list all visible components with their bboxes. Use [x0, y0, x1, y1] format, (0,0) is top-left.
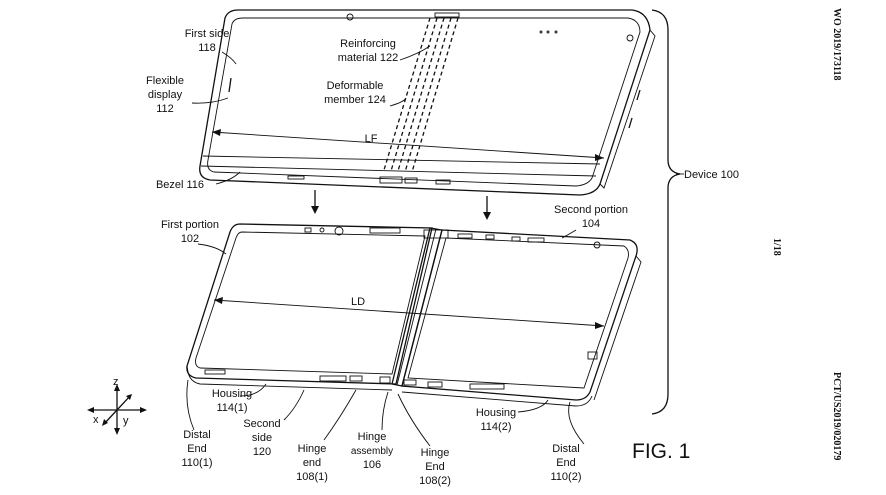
label-housing-2-num: 114(2) [481, 421, 512, 433]
label-flexible: Flexible [146, 75, 184, 87]
label-hinge-end-2: Hinge [421, 447, 450, 459]
label-first-portion-num: 102 [181, 233, 199, 245]
label-hinge-end-2-num: 108(2) [419, 475, 451, 487]
callout-labels: First side 118 Reinforcing material 122 … [146, 28, 739, 487]
label-second-side-2: side [252, 432, 272, 444]
device-top-view [199, 9, 656, 196]
label-device: Device 100 [684, 169, 739, 181]
device-brace [651, 9, 681, 415]
label-hinge-end-2-end: End [425, 461, 445, 473]
label-second-portion-num: 104 [582, 218, 600, 230]
label-housing-1: Housing [212, 388, 252, 400]
axis-y-label: y [123, 415, 129, 427]
label-second-side-num: 120 [253, 446, 271, 458]
label-hinge-end-1-end: end [303, 457, 321, 469]
label-reinforcing: Reinforcing [340, 38, 396, 50]
label-distal-2-num: 110(2) [551, 471, 582, 483]
label-hinge-end-1-num: 108(1) [296, 471, 328, 483]
label-distal-1: Distal [183, 429, 211, 441]
label-reinforcing-num: material 122 [338, 52, 399, 64]
label-second-portion: Second portion [554, 204, 628, 216]
label-hinge-end-1: Hinge [298, 443, 327, 455]
leader-lines [186, 45, 684, 447]
label-display: display [148, 89, 183, 101]
label-first-side-num: 118 [198, 42, 216, 54]
label-hinge-assembly-2: assembly [351, 446, 393, 457]
label-distal-1-num: 110(1) [182, 457, 213, 469]
label-first-side: First side [185, 28, 230, 40]
axis-z-label: z [113, 376, 119, 388]
label-first-portion: First portion [161, 219, 219, 231]
fold-arrows [311, 190, 491, 220]
sheet-number: 1/18 [771, 238, 782, 256]
label-distal-1-end: End [187, 443, 207, 455]
label-bezel: Bezel 116 [156, 179, 204, 191]
device-bottom-view [186, 223, 642, 407]
axis-x-label: x [93, 414, 99, 426]
label-hinge-assembly: Hinge [358, 431, 387, 443]
axis-indicator: z x y [87, 376, 147, 435]
label-second-side: Second [243, 418, 280, 430]
label-distal-2-end: End [556, 457, 576, 469]
label-length-folded: LF [365, 133, 378, 145]
label-display-num: 112 [156, 103, 174, 115]
margin-text: WO 2019/173118 1/18 PCT/US2019/020179 [771, 8, 842, 460]
label-housing-2: Housing [476, 407, 516, 419]
label-deformable: Deformable [327, 80, 384, 92]
label-distal-2: Distal [552, 443, 580, 455]
label-deformable-num: member 124 [324, 94, 386, 106]
figure-label: FIG. 1 [632, 440, 690, 463]
label-housing-1-num: 114(1) [217, 402, 248, 414]
label-hinge-assembly-num: 106 [363, 459, 381, 471]
publication-number: WO 2019/173118 [831, 8, 842, 81]
label-length-deployed: LD [351, 296, 365, 308]
application-number: PCT/US2019/020179 [831, 372, 842, 460]
